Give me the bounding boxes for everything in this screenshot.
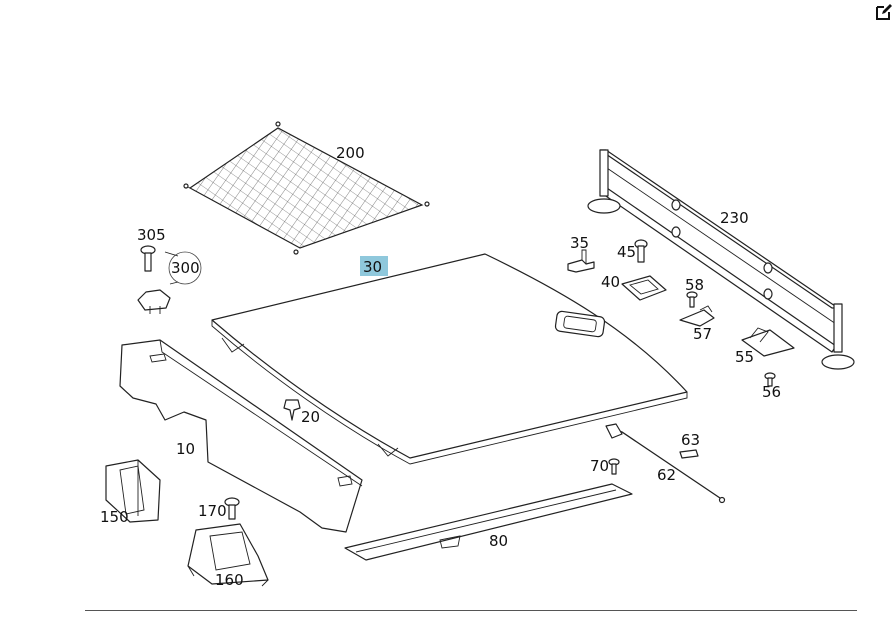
label-57: 57: [693, 325, 712, 343]
part-300-holder[interactable]: [137, 251, 202, 314]
part-150-bracket[interactable]: [105, 459, 161, 523]
part-305-screw[interactable]: [140, 245, 156, 272]
label-150: 150: [100, 508, 129, 526]
part-40-handle[interactable]: [621, 275, 667, 301]
label-30[interactable]: 30: [363, 258, 382, 276]
label-63: 63: [681, 431, 700, 449]
edit-icon: [876, 4, 892, 20]
part-170-screw[interactable]: [224, 497, 240, 520]
edit-button[interactable]: [874, 2, 894, 22]
part-10-trim-panel[interactable]: [119, 339, 363, 533]
label-10: 10: [176, 440, 195, 458]
part-62-cable[interactable]: [605, 423, 726, 504]
label-170: 170: [198, 502, 227, 520]
part-160-support[interactable]: [187, 523, 269, 587]
part-20-clip[interactable]: [283, 399, 301, 421]
label-305: 305: [137, 226, 166, 244]
label-62: 62: [657, 466, 676, 484]
label-300: 300: [171, 259, 200, 277]
part-30-highlight: [360, 256, 388, 276]
label-58: 58: [685, 276, 704, 294]
label-45: 45: [617, 243, 636, 261]
label-20: 20: [301, 408, 320, 426]
label-35: 35: [570, 234, 589, 252]
part-35-bracket[interactable]: [567, 249, 595, 273]
label-80: 80: [489, 532, 508, 550]
part-56-screw[interactable]: [764, 372, 776, 387]
part-57-latch[interactable]: [679, 305, 715, 327]
label-70: 70: [590, 457, 609, 475]
bottom-divider: [85, 610, 857, 611]
part-30-load-floor[interactable]: [211, 253, 688, 465]
part-200-cargo-net[interactable]: [183, 121, 430, 255]
label-40: 40: [601, 273, 620, 291]
part-45-fastener[interactable]: [634, 239, 648, 263]
label-56: 56: [762, 383, 781, 401]
part-80-rail[interactable]: [344, 483, 633, 561]
part-63-clip[interactable]: [679, 449, 699, 459]
part-70-screw[interactable]: [608, 458, 620, 475]
part-55-mount[interactable]: [741, 327, 795, 357]
label-230: 230: [720, 209, 749, 227]
part-58-screw[interactable]: [686, 291, 698, 308]
label-200: 200: [336, 144, 365, 162]
part-230-divider-bar[interactable]: [587, 149, 855, 370]
label-160: 160: [215, 571, 244, 589]
label-55: 55: [735, 348, 754, 366]
